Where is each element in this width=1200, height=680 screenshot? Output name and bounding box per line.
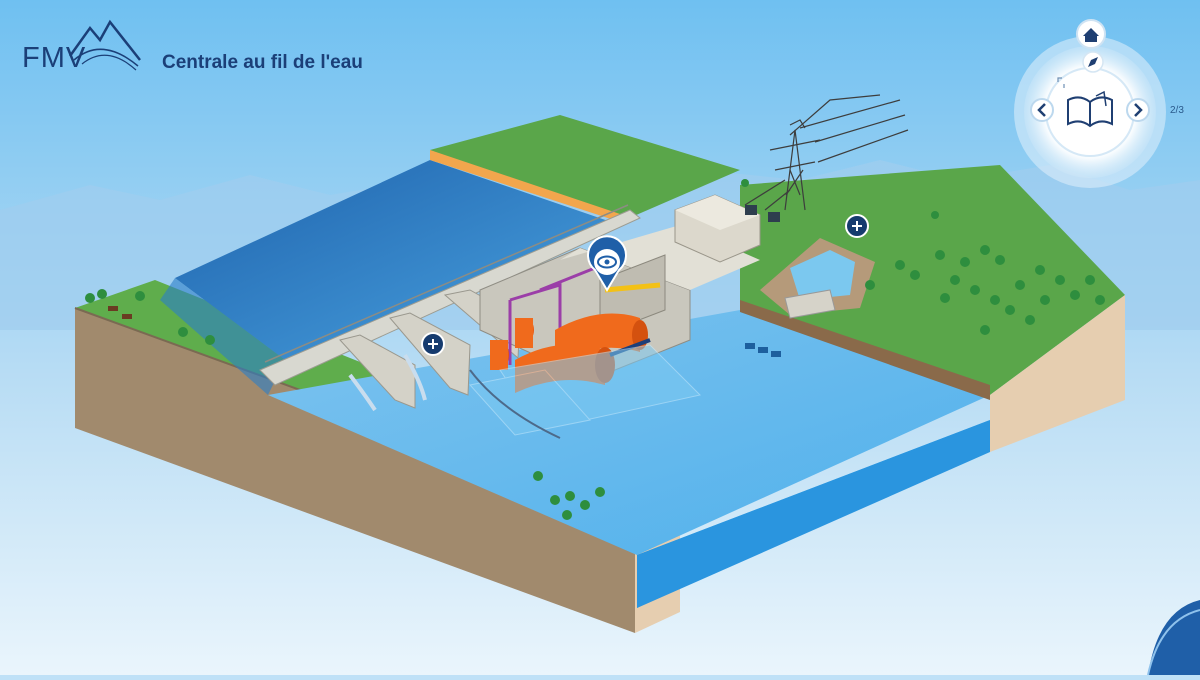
plus-hotspot-dam[interactable] bbox=[421, 332, 445, 356]
compass-icon bbox=[1088, 57, 1098, 67]
home-icon bbox=[1083, 28, 1099, 42]
page-indicator: 2/3 bbox=[1170, 105, 1184, 116]
chevron-left-icon bbox=[1037, 103, 1046, 117]
next-button[interactable] bbox=[1126, 98, 1150, 122]
chevron-right-icon bbox=[1134, 103, 1143, 117]
page-title: Centrale au fil de l'eau bbox=[162, 52, 363, 73]
eye-icon bbox=[597, 255, 617, 269]
open-book-icon bbox=[1067, 90, 1113, 128]
expand-icon bbox=[1057, 77, 1065, 88]
eye-hotspot[interactable] bbox=[587, 235, 627, 292]
plus-icon bbox=[852, 221, 862, 231]
logo-mountain-icon bbox=[68, 19, 141, 71]
expand-button[interactable] bbox=[1057, 77, 1065, 88]
compass-button[interactable] bbox=[1082, 51, 1104, 73]
prev-button[interactable] bbox=[1030, 98, 1054, 122]
plus-icon bbox=[428, 339, 438, 349]
logo-text: FMV bbox=[22, 42, 87, 74]
home-button[interactable] bbox=[1076, 19, 1106, 49]
plus-hotspot-fish-ladder[interactable] bbox=[845, 214, 869, 238]
navigation-widget bbox=[1014, 19, 1166, 188]
book-button[interactable] bbox=[1067, 90, 1113, 128]
